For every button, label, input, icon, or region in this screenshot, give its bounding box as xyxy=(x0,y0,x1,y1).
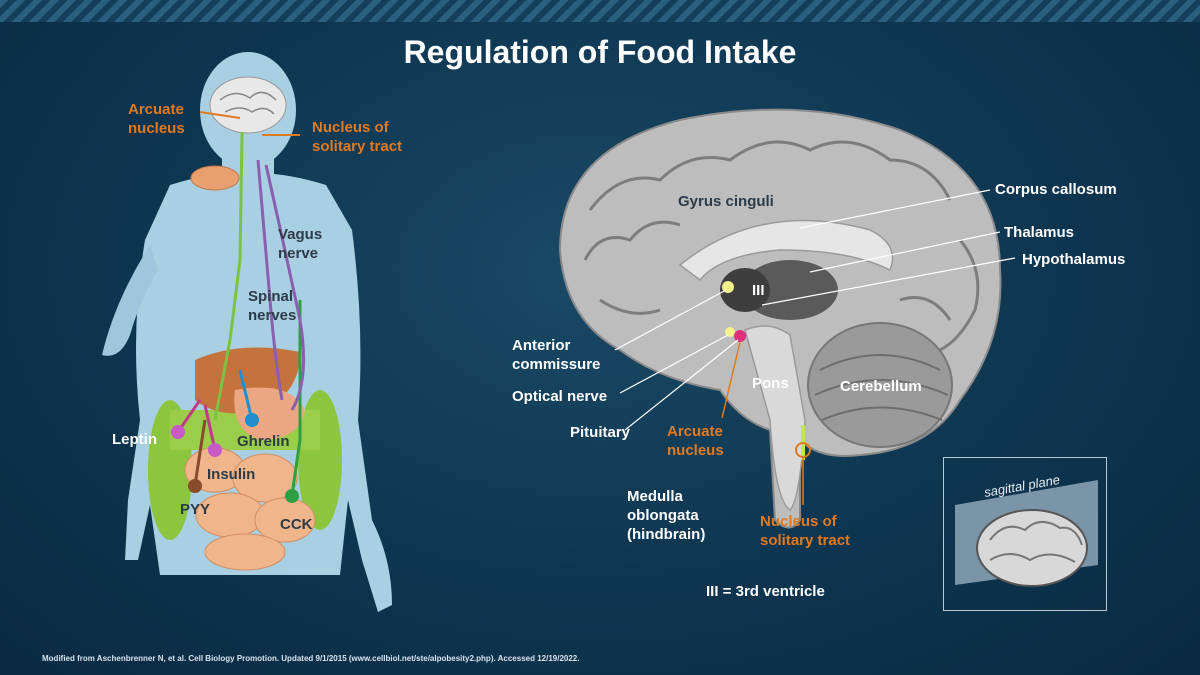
footnote: Modified from Aschenbrenner N, et al. Ce… xyxy=(42,654,580,663)
brain-sagittal xyxy=(558,108,1002,529)
label-pons: Pons xyxy=(752,375,789,392)
ghrelin-line xyxy=(238,369,254,421)
label-nucleus-solitary-tract: Nucleus of solitary tract xyxy=(312,119,403,155)
label-nucleus-solitary-tract-brain: Nucleus of solitary tract xyxy=(760,513,851,549)
pyy-dot xyxy=(188,479,202,493)
label-corpus-callosum: Corpus callosum xyxy=(995,181,1117,198)
label-insulin: Insulin xyxy=(207,466,256,483)
label-hypothalamus: Hypothalamus xyxy=(1022,251,1126,268)
label-thalamus: Thalamus xyxy=(1004,224,1075,241)
label-medulla-oblongata: Medulla oblongata (hindbrain) xyxy=(627,488,706,543)
arcuate-dot xyxy=(734,330,746,342)
pyy-line xyxy=(193,419,207,486)
head-brain xyxy=(209,76,287,134)
label-optical-nerve: Optical nerve xyxy=(512,388,608,405)
label-third-ventricle: III xyxy=(752,282,765,299)
label-leptin: Leptin xyxy=(112,431,157,448)
cck-dot xyxy=(285,489,299,503)
ghrelin-dot xyxy=(245,413,259,427)
label-ventricle-legend: III = 3rd ventricle xyxy=(706,583,825,600)
label-cerebellum: Cerebellum xyxy=(840,378,922,395)
fat-tissue-oval xyxy=(190,165,240,191)
nerve-green xyxy=(213,131,244,421)
vagus-nerve-line-2 xyxy=(264,164,306,411)
label-pyy: PYY xyxy=(180,501,211,518)
optic-dot xyxy=(725,327,735,337)
insulin-dot xyxy=(208,443,222,457)
inset-frame xyxy=(943,457,1107,611)
vagus-nerve-line xyxy=(256,159,284,401)
inset-illustration: sagittal plane xyxy=(955,472,1098,587)
label-gyrus-cinguli: Gyrus cinguli xyxy=(678,193,774,210)
label-anterior-commissure: Anterior commissure xyxy=(512,337,601,373)
leptin-dot xyxy=(171,425,185,439)
page-title: Regulation of Food Intake xyxy=(403,34,797,70)
label-cck: CCK xyxy=(280,516,313,533)
brain-pointers xyxy=(614,189,1016,431)
label-ghrelin: Ghrelin xyxy=(237,433,290,450)
nerve-cck xyxy=(290,300,302,496)
arcuate-brain-pointer xyxy=(721,341,741,419)
label-arcuate-nucleus: Arcuate nucleus xyxy=(128,101,185,137)
label-vagus-nerve: Vagus nerve xyxy=(278,226,323,262)
label-spinal-nerves: Spinal nerves xyxy=(248,288,297,324)
nts-circle xyxy=(795,442,811,458)
label-pituitary: Pituitary xyxy=(570,424,631,441)
insulin-line xyxy=(203,404,217,451)
label-arcuate-nucleus-brain: Arcuate nucleus xyxy=(667,423,724,459)
arcuate-pointer xyxy=(199,111,241,119)
top-stripe xyxy=(0,0,1200,22)
